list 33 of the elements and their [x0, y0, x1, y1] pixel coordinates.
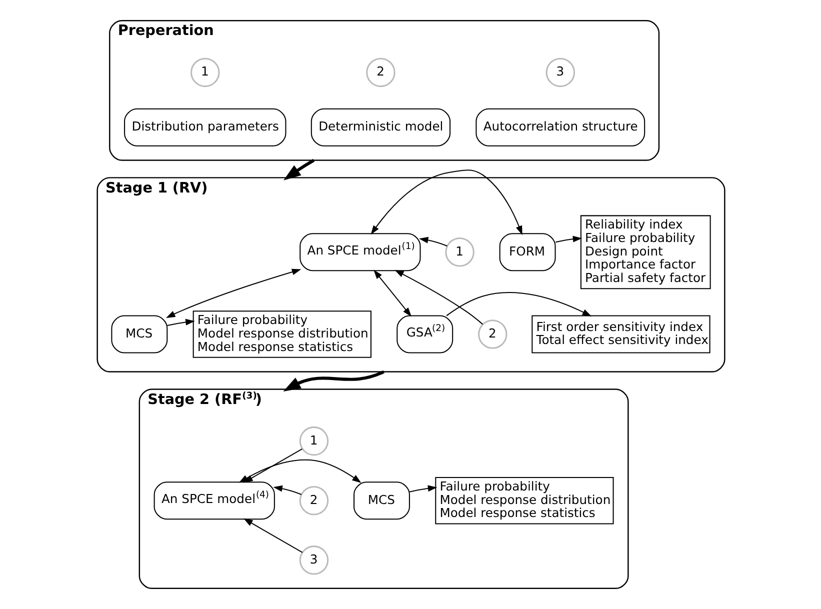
node-box: Deterministic model — [310, 108, 450, 146]
node-box: Autocorrelation structure — [475, 108, 645, 146]
arrow — [165, 268, 301, 318]
node-circle: 3 — [298, 546, 328, 575]
node-box: Failure probability Model response distribution Model response statistics — [434, 477, 614, 524]
arrow — [370, 170, 522, 236]
arrow — [166, 318, 194, 326]
arrow — [446, 292, 592, 316]
arrow — [555, 236, 582, 243]
node-box: Reliability index Failure probability Design point Importance factor Partial safety factor — [580, 215, 710, 290]
arrow — [282, 158, 314, 180]
node-box: GSA$^{(2)}$ — [396, 315, 453, 354]
node-box: MCS — [110, 315, 168, 354]
node-box: An SPCE model$^{(1)}$ — [299, 233, 420, 272]
node-circle: 1 — [298, 426, 328, 456]
node-circle: 3 — [545, 58, 575, 88]
node-box: Failure probability Model response distribution Model response statistics — [192, 310, 371, 358]
node-box: Distribution parameters — [124, 108, 286, 146]
node-box: First order sensitivity index Total effect sensitivity index — [531, 315, 710, 354]
arrow — [242, 518, 302, 553]
node-circle: 1 — [444, 238, 474, 267]
arrow — [418, 236, 447, 246]
arrow — [394, 270, 482, 325]
arrow — [272, 485, 302, 495]
node-box: An SPCE model$^{(4)}$ — [153, 482, 274, 520]
node-circle: 2 — [478, 320, 507, 349]
arrow — [373, 270, 412, 317]
node-circle: 1 — [190, 58, 220, 88]
node-circle: 2 — [366, 58, 395, 88]
node-box: FORM — [498, 233, 556, 272]
node-box: MCS — [353, 482, 410, 520]
arrow — [409, 485, 437, 492]
node-circle: 2 — [298, 486, 328, 516]
